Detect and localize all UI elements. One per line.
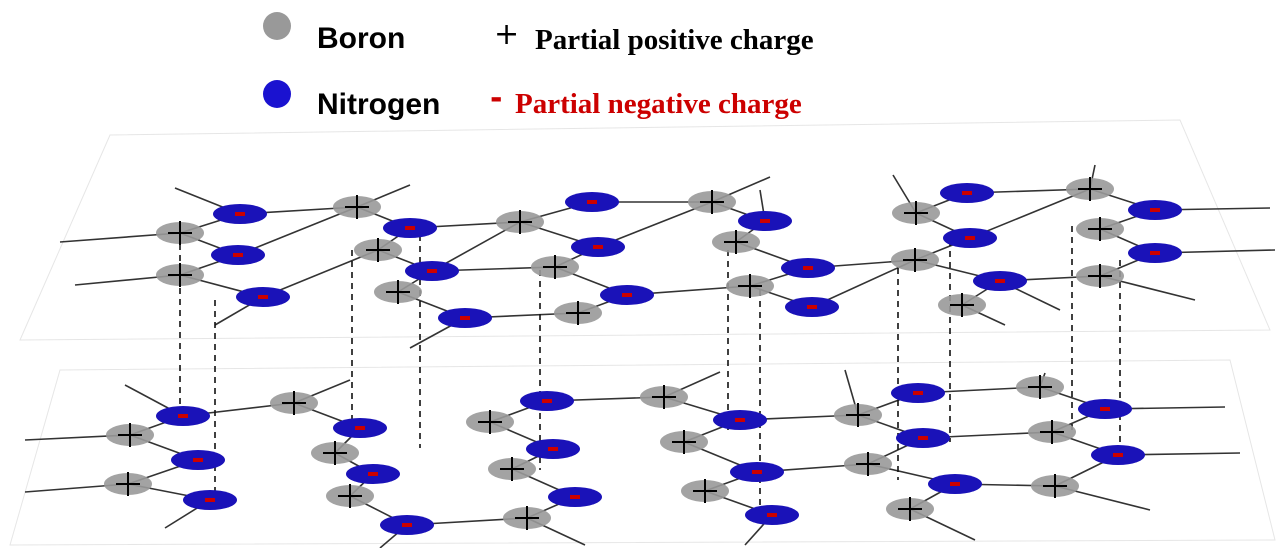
negative-charge-mark [752,470,762,474]
negative-charge-mark [405,226,415,230]
positive-legend-label: Partial positive charge [535,24,814,56]
negative-charge-mark [402,523,412,527]
upper-bond [969,188,1091,239]
upper-bond [262,249,379,298]
negative-charge-mark [1100,407,1110,411]
negative-charge-mark [235,212,245,216]
negative-charge-mark [368,472,378,476]
boron-legend-dot [263,12,291,40]
negative-charge-mark [962,191,972,195]
negative-charge-mark [622,293,632,297]
negative-charge-mark [995,279,1005,283]
negative-charge-mark [767,513,777,517]
negative-charge-mark [355,426,365,430]
boron-legend-label: Boron [317,22,406,55]
negative-charge-mark [760,219,770,223]
negative-charge-mark [1150,251,1160,255]
nitrogen-legend-label: Nitrogen [317,88,441,121]
positive-legend-symbol: + [494,17,520,52]
negative-charge-mark [233,253,243,257]
negative-charge-mark [193,458,203,462]
negative-legend-label: Partial negative charge [515,88,802,120]
negative-charge-mark [950,482,960,486]
lower-plane-outline [9,359,1276,546]
negative-charge-mark [548,447,558,451]
negative-charge-mark [258,295,268,299]
negative-charge-mark [587,200,597,204]
upper-plane-outline [19,119,1271,341]
negative-charge-mark [570,495,580,499]
negative-charge-mark [178,414,188,418]
negative-charge-mark [460,316,470,320]
nitrogen-legend-dot [263,80,291,108]
negative-charge-mark [205,498,215,502]
upper-bond [237,206,358,256]
negative-charge-mark [918,436,928,440]
negative-charge-mark [913,391,923,395]
negative-charge-mark [1113,453,1123,457]
negative-charge-mark [965,236,975,240]
upper-bond [597,201,713,248]
negative-charge-mark [593,245,603,249]
negative-charge-mark [735,418,745,422]
negative-legend-symbol: - [490,81,503,116]
negative-charge-mark [1150,208,1160,212]
upper-bond [811,259,916,308]
negative-charge-mark [807,305,817,309]
negative-charge-mark [542,399,552,403]
negative-charge-mark [427,269,437,273]
negative-charge-mark [803,266,813,270]
